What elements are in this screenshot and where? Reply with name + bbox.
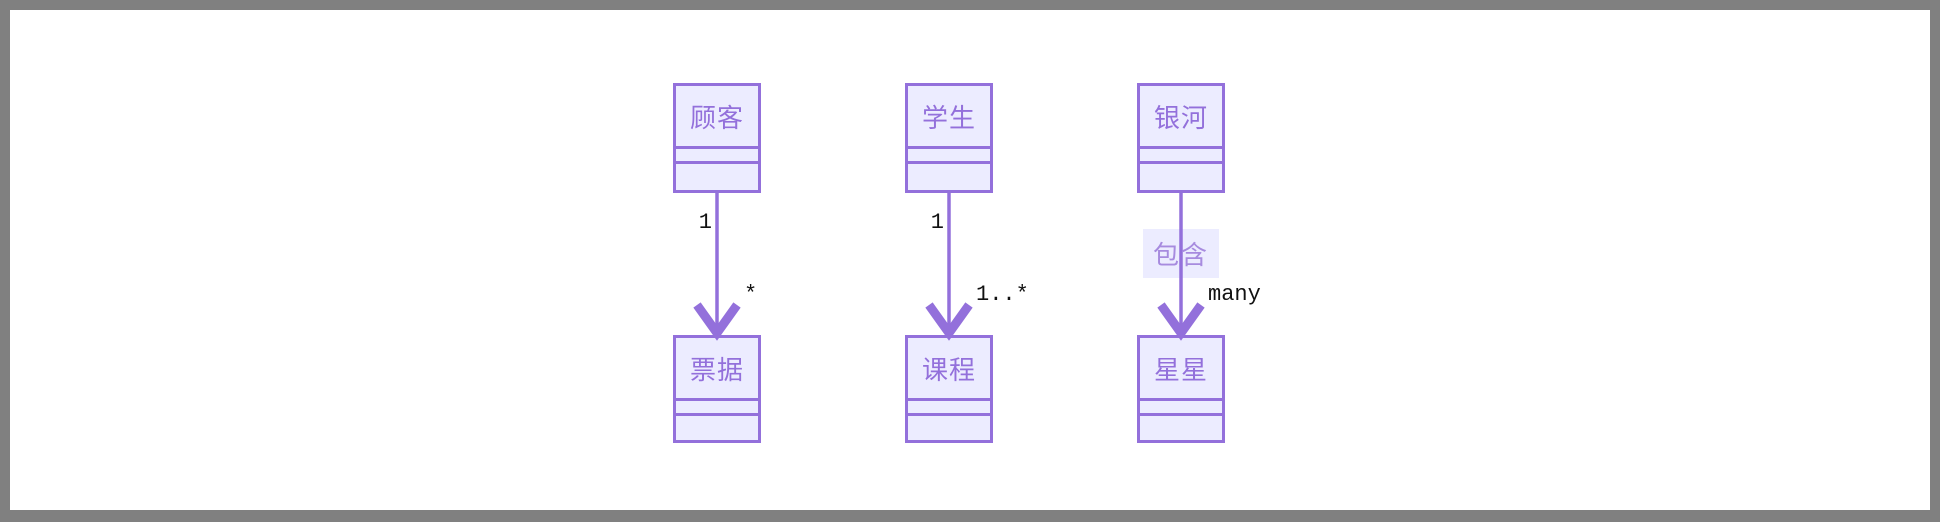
- class-attributes-galaxy: [1140, 149, 1222, 164]
- class-attributes-course: [908, 401, 990, 416]
- class-methods-customer: [676, 164, 758, 190]
- relation-label-contains: 包含: [1152, 240, 1209, 270]
- class-methods-course: [908, 416, 990, 440]
- multiplicity-source-customer: 1: [698, 210, 712, 235]
- association-arrow-customer-ticket: [693, 193, 741, 341]
- class-attributes-ticket: [676, 401, 758, 416]
- class-attributes-student: [908, 149, 990, 164]
- association-arrow-galaxy-star: [1157, 193, 1205, 341]
- class-title-galaxy: 银河: [1140, 86, 1222, 149]
- class-title-student: 学生: [908, 86, 990, 149]
- class-box-student: 学生: [905, 83, 993, 193]
- class-box-customer: 顾客: [673, 83, 761, 193]
- class-methods-star: [1140, 416, 1222, 440]
- class-box-course: 课程: [905, 335, 993, 443]
- class-methods-student: [908, 164, 990, 190]
- class-title-star: 星星: [1140, 338, 1222, 401]
- class-box-ticket: 票据: [673, 335, 761, 443]
- class-title-customer: 顾客: [676, 86, 758, 149]
- multiplicity-source-student: 1: [930, 210, 944, 235]
- class-box-star: 星星: [1137, 335, 1225, 443]
- class-box-galaxy: 银河: [1137, 83, 1225, 193]
- class-methods-galaxy: [1140, 164, 1222, 190]
- class-attributes-customer: [676, 149, 758, 164]
- class-title-ticket: 票据: [676, 338, 758, 401]
- multiplicity-target-star: many: [1208, 282, 1261, 307]
- class-title-course: 课程: [908, 338, 990, 401]
- association-arrow-student-course: [925, 193, 973, 341]
- class-methods-ticket: [676, 416, 758, 440]
- multiplicity-target-course: 1..*: [976, 282, 1029, 307]
- multiplicity-target-ticket: *: [744, 282, 758, 307]
- class-attributes-star: [1140, 401, 1222, 416]
